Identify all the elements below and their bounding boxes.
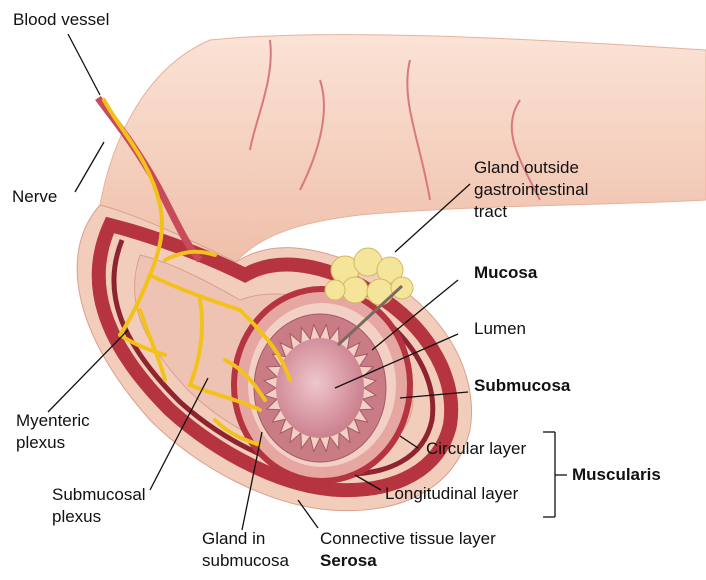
label-serosa: Serosa [320,550,377,572]
label-mucosa: Mucosa [474,262,537,284]
label-submucosal-line1: Submucosal [52,484,146,506]
label-blood-vessel: Blood vessel [13,9,109,31]
label-myenteric-plexus: Myenteric plexus [16,410,90,454]
label-connective-tissue-layer: Connective tissue layer [320,528,496,550]
label-gland-in-line1: Gland in [202,528,289,550]
label-gland-in-submucosa: Gland in submucosa [202,528,289,572]
outer-intestine-wall [100,35,706,262]
label-gland-outside-line1: Gland outside [474,157,588,179]
label-gland-outside-line3: tract [474,201,588,223]
label-lumen: Lumen [474,318,526,340]
label-gland-outside-line2: gastrointestinal [474,179,588,201]
label-longitudinal-layer: Longitudinal layer [385,483,518,505]
label-gland-in-line2: submucosa [202,550,289,572]
label-submucosal-plexus: Submucosal plexus [52,484,146,528]
label-muscularis: Muscularis [572,464,661,486]
label-circular-layer: Circular layer [426,438,526,460]
label-submucosal-line2: plexus [52,506,146,528]
label-myenteric-line2: plexus [16,432,90,454]
lumen-area [276,338,364,438]
label-gland-outside: Gland outside gastrointestinal tract [474,157,588,223]
label-myenteric-line1: Myenteric [16,410,90,432]
label-nerve: Nerve [12,186,57,208]
label-submucosa: Submucosa [474,375,570,397]
